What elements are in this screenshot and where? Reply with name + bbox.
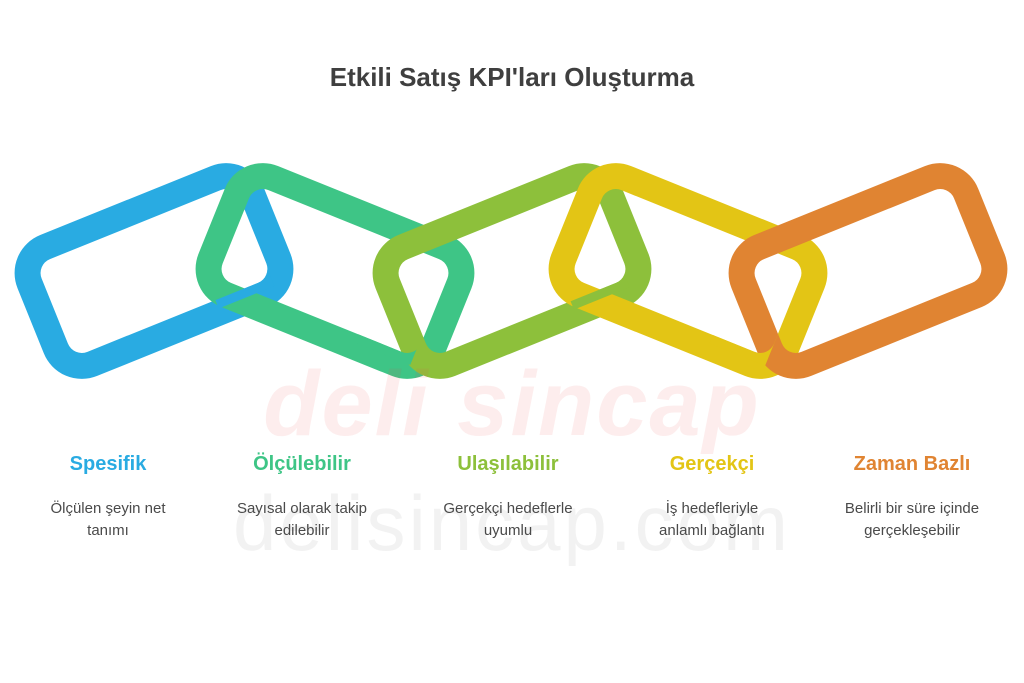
- chain-link-1-icon: [14, 163, 294, 379]
- step-description: Sayısal olarak takip edilebilir: [236, 500, 368, 539]
- step-description: Belirli bir süre içinde gerçekleşebilir: [844, 500, 980, 539]
- step-label: Ölçülebilir: [253, 453, 351, 475]
- chain-link-5-icon: [728, 163, 1008, 379]
- step-olculebilir: Ölçülebilir Sayısal olarak takip edilebi…: [202, 453, 402, 542]
- step-spesifik: Spesifik Ölçülen şeyin net tanımı: [8, 453, 208, 542]
- step-label: Ulaşılabilir: [457, 453, 559, 475]
- chain-link-2-icon: [195, 163, 475, 379]
- step-description: Gerçekçi hedeflerle uyumlu: [443, 500, 573, 539]
- chain-link-3-icon: [372, 163, 652, 379]
- step-label: Zaman Bazlı: [853, 453, 971, 475]
- step-label: Gerçekçi: [669, 453, 755, 475]
- page-title: Etkili Satış KPI'ları Oluşturma: [329, 62, 695, 92]
- step-ulasilabilir: Ulaşılabilir Gerçekçi hedeflerle uyumlu: [408, 453, 608, 542]
- step-label: Spesifik: [69, 453, 147, 475]
- step-zaman-bazli: Zaman Bazlı Belirli bir süre içinde gerç…: [812, 453, 1012, 542]
- step-gercekci: Gerçekçi İş hedefleriyle anlamlı bağlant…: [612, 453, 812, 542]
- step-description: Ölçülen şeyin net tanımı: [50, 500, 166, 539]
- chain-link-4-icon: [548, 163, 828, 379]
- step-description: İş hedefleriyle anlamlı bağlantı: [659, 500, 765, 539]
